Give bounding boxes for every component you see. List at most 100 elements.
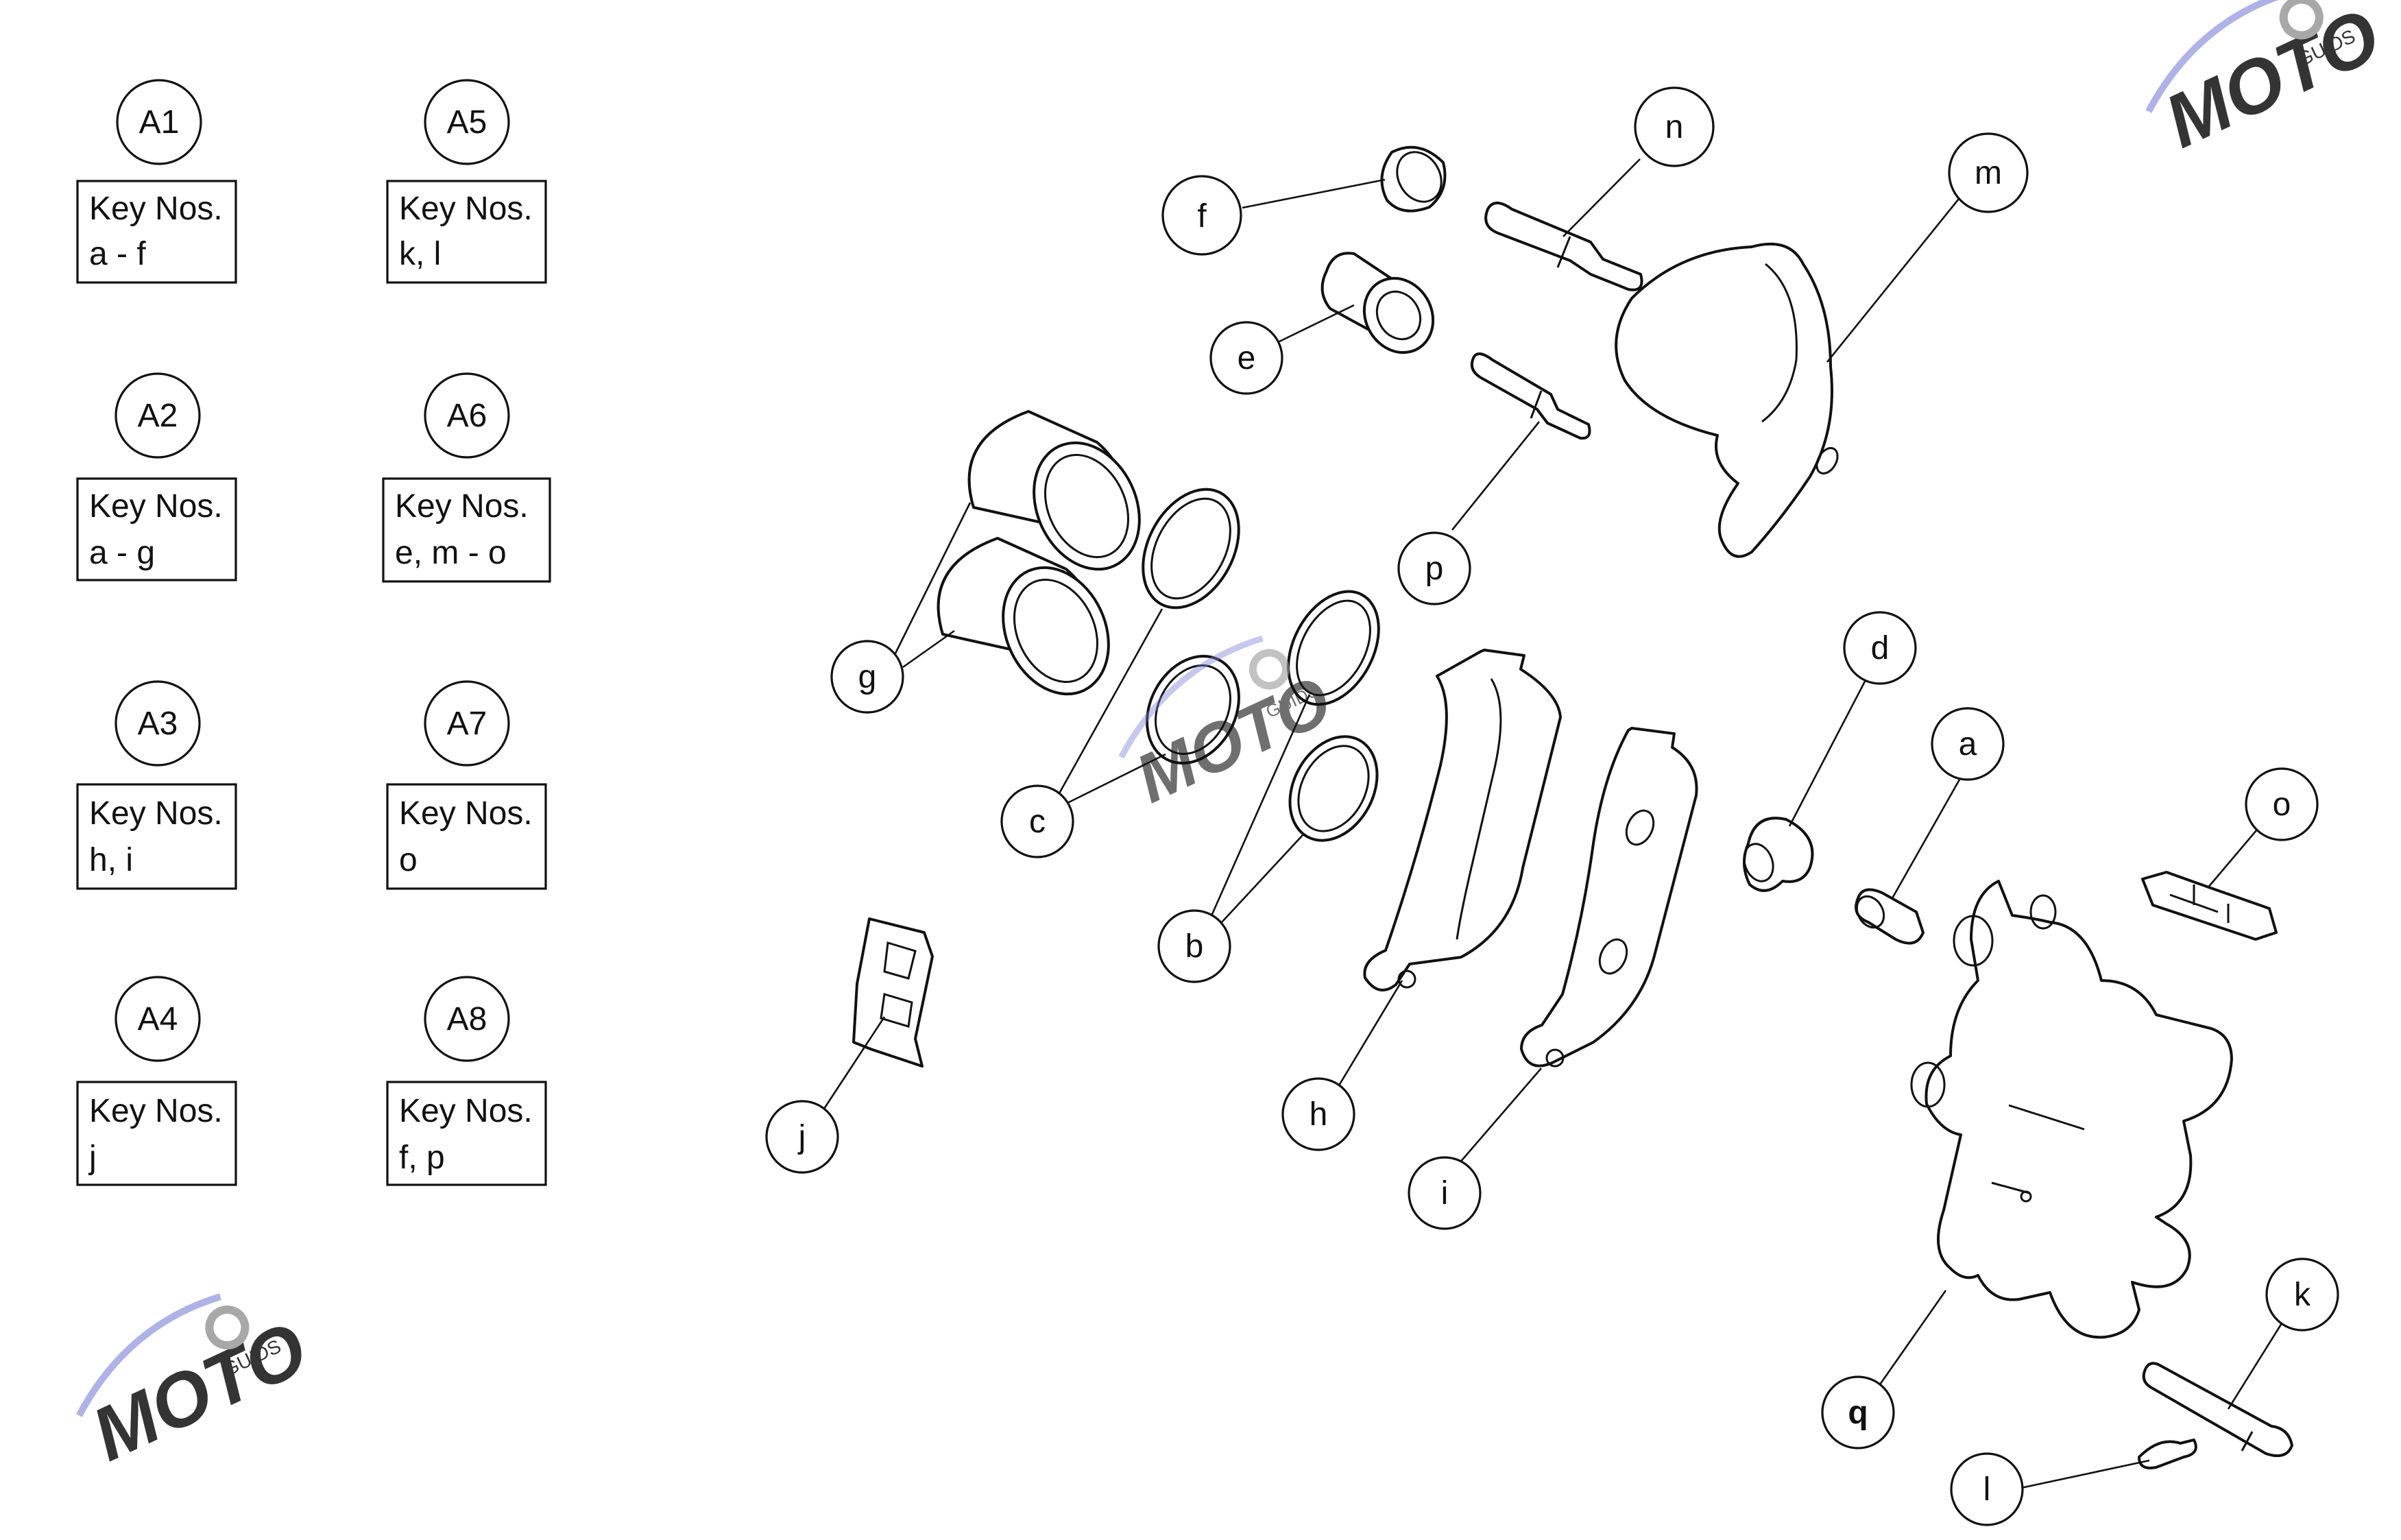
part-d-bleed-cap [1742, 817, 1814, 892]
kit-A5: A5 Key Nos. k, l [386, 79, 547, 284]
svg-text:i: i [1441, 1175, 1449, 1212]
part-callouts: f e n m p g c b [765, 86, 2339, 1526]
kit-key-values: j [88, 1140, 97, 1176]
kit-callout-circle [424, 976, 510, 1062]
part-p-bolt [1471, 352, 1591, 440]
callout-p: p [1397, 531, 1471, 605]
kit-A2: A2 Key Nos. a - g [76, 372, 237, 581]
callout-b: b [1157, 909, 1231, 983]
callout-k: k [2265, 1258, 2339, 1332]
kit-key-title: Key Nos. [395, 488, 529, 525]
kit-legend: A1 Key Nos. a - f A2 Key Nos. a - g A3 K… [76, 79, 551, 1186]
kit-key-box [76, 180, 237, 284]
callout-e: e [1209, 321, 1283, 395]
kit-key-title: Key Nos. [89, 191, 223, 227]
part-i-brake-pad-backing [1520, 727, 1698, 1068]
part-q-caliper-body [1910, 880, 2233, 1339]
kit-key-box [76, 1081, 237, 1186]
callout-j: j [765, 1100, 839, 1174]
kit-key-title: Key Nos. [399, 795, 533, 832]
kit-id-label: A4 [138, 1001, 178, 1037]
callout-m: m [1948, 132, 2029, 213]
callout-c: c [1000, 784, 1074, 858]
kit-A4: A4 Key Nos. j [76, 976, 237, 1186]
kit-A7: A7 Key Nos. o [386, 680, 547, 890]
kit-key-box [386, 1081, 547, 1186]
part-a-bleed-valve [1855, 888, 1925, 945]
kit-key-values: a - g [89, 535, 155, 571]
part-j-pad-spring [852, 917, 934, 1068]
svg-text:k: k [2294, 1277, 2311, 1313]
kit-id-label: A1 [139, 104, 180, 141]
svg-text:q: q [1848, 1395, 1868, 1431]
svg-text:f: f [1197, 198, 1207, 234]
kit-id-label: A2 [138, 398, 178, 434]
svg-text:d: d [1871, 630, 1890, 666]
kit-key-title: Key Nos. [399, 191, 533, 227]
part-f-cap [1380, 145, 1447, 213]
kit-id-label: A6 [447, 398, 487, 434]
kit-key-title: Key Nos. [89, 1093, 223, 1129]
part-o-spring-clip [2141, 871, 2278, 941]
callout-n: n [1634, 86, 1715, 167]
svg-text:e: e [1238, 340, 1256, 376]
svg-text:m: m [1975, 155, 2002, 191]
watermark-text: MOTO [80, 1306, 319, 1477]
leader-lines [821, 158, 2283, 1489]
part-b-seals [1287, 590, 1380, 842]
kit-callout-circle [114, 680, 201, 767]
kit-key-values: e, m - o [395, 535, 507, 571]
kit-id-label: A5 [447, 104, 487, 141]
kit-callout-circle [114, 372, 201, 459]
kit-key-box [386, 783, 547, 890]
part-h-brake-pad [1363, 649, 1562, 991]
svg-text:g: g [858, 659, 877, 695]
kit-id-label: A3 [138, 706, 178, 742]
callout-q: q [1821, 1375, 1895, 1449]
kit-callout-circle [424, 79, 510, 165]
kit-key-box [76, 477, 237, 581]
part-k-pin [2142, 1362, 2293, 1457]
svg-text:l: l [1983, 1471, 1991, 1508]
svg-text:c: c [1029, 804, 1046, 840]
kit-callout-circle [424, 372, 510, 459]
callout-d: d [1843, 611, 1917, 685]
svg-text:a: a [1959, 726, 1977, 762]
callout-l: l [1950, 1452, 2024, 1526]
svg-text:p: p [1425, 551, 1444, 587]
part-m-bracket [1615, 242, 1839, 558]
kit-A8: A8 Key Nos. f, p [386, 976, 547, 1186]
watermark-logo: MOTO GUIDS [2145, 0, 2392, 164]
kit-key-values: f, p [399, 1140, 445, 1176]
watermark-logo: MOTO GUIDS [75, 1293, 319, 1477]
kit-callout-circle [116, 79, 202, 165]
kit-key-box [386, 180, 547, 284]
callout-g: g [830, 640, 904, 714]
kit-key-values: o [399, 842, 418, 878]
kit-key-title: Key Nos. [89, 488, 223, 525]
callout-o: o [2245, 767, 2319, 841]
part-e-sleeve [1320, 252, 1435, 354]
part-c-seals [1142, 488, 1240, 765]
kit-A6: A6 Key Nos. e, m - o [382, 372, 551, 583]
kit-id-label: A7 [447, 706, 487, 742]
kit-callout-circle [424, 680, 510, 767]
callout-a: a [1931, 707, 2005, 781]
kit-key-box [382, 477, 551, 583]
kit-key-values: h, i [89, 842, 133, 878]
kit-key-values: a - f [89, 236, 146, 272]
kit-A3: A3 Key Nos. h, i [76, 680, 237, 890]
svg-text:o: o [2273, 786, 2291, 823]
callout-f: f [1161, 175, 1242, 256]
kit-A1: A1 Key Nos. a - f [76, 79, 237, 284]
callout-i: i [1408, 1156, 1482, 1230]
part-l-r-clip [2138, 1439, 2197, 1469]
part-g-pistons [937, 410, 1141, 696]
part-n-bolt [1484, 202, 1643, 291]
svg-text:h: h [1310, 1096, 1328, 1133]
watermark-text: MOTO [2153, 0, 2392, 164]
kit-id-label: A8 [447, 1001, 487, 1037]
kit-callout-circle [114, 976, 201, 1062]
kit-key-box [76, 783, 237, 890]
